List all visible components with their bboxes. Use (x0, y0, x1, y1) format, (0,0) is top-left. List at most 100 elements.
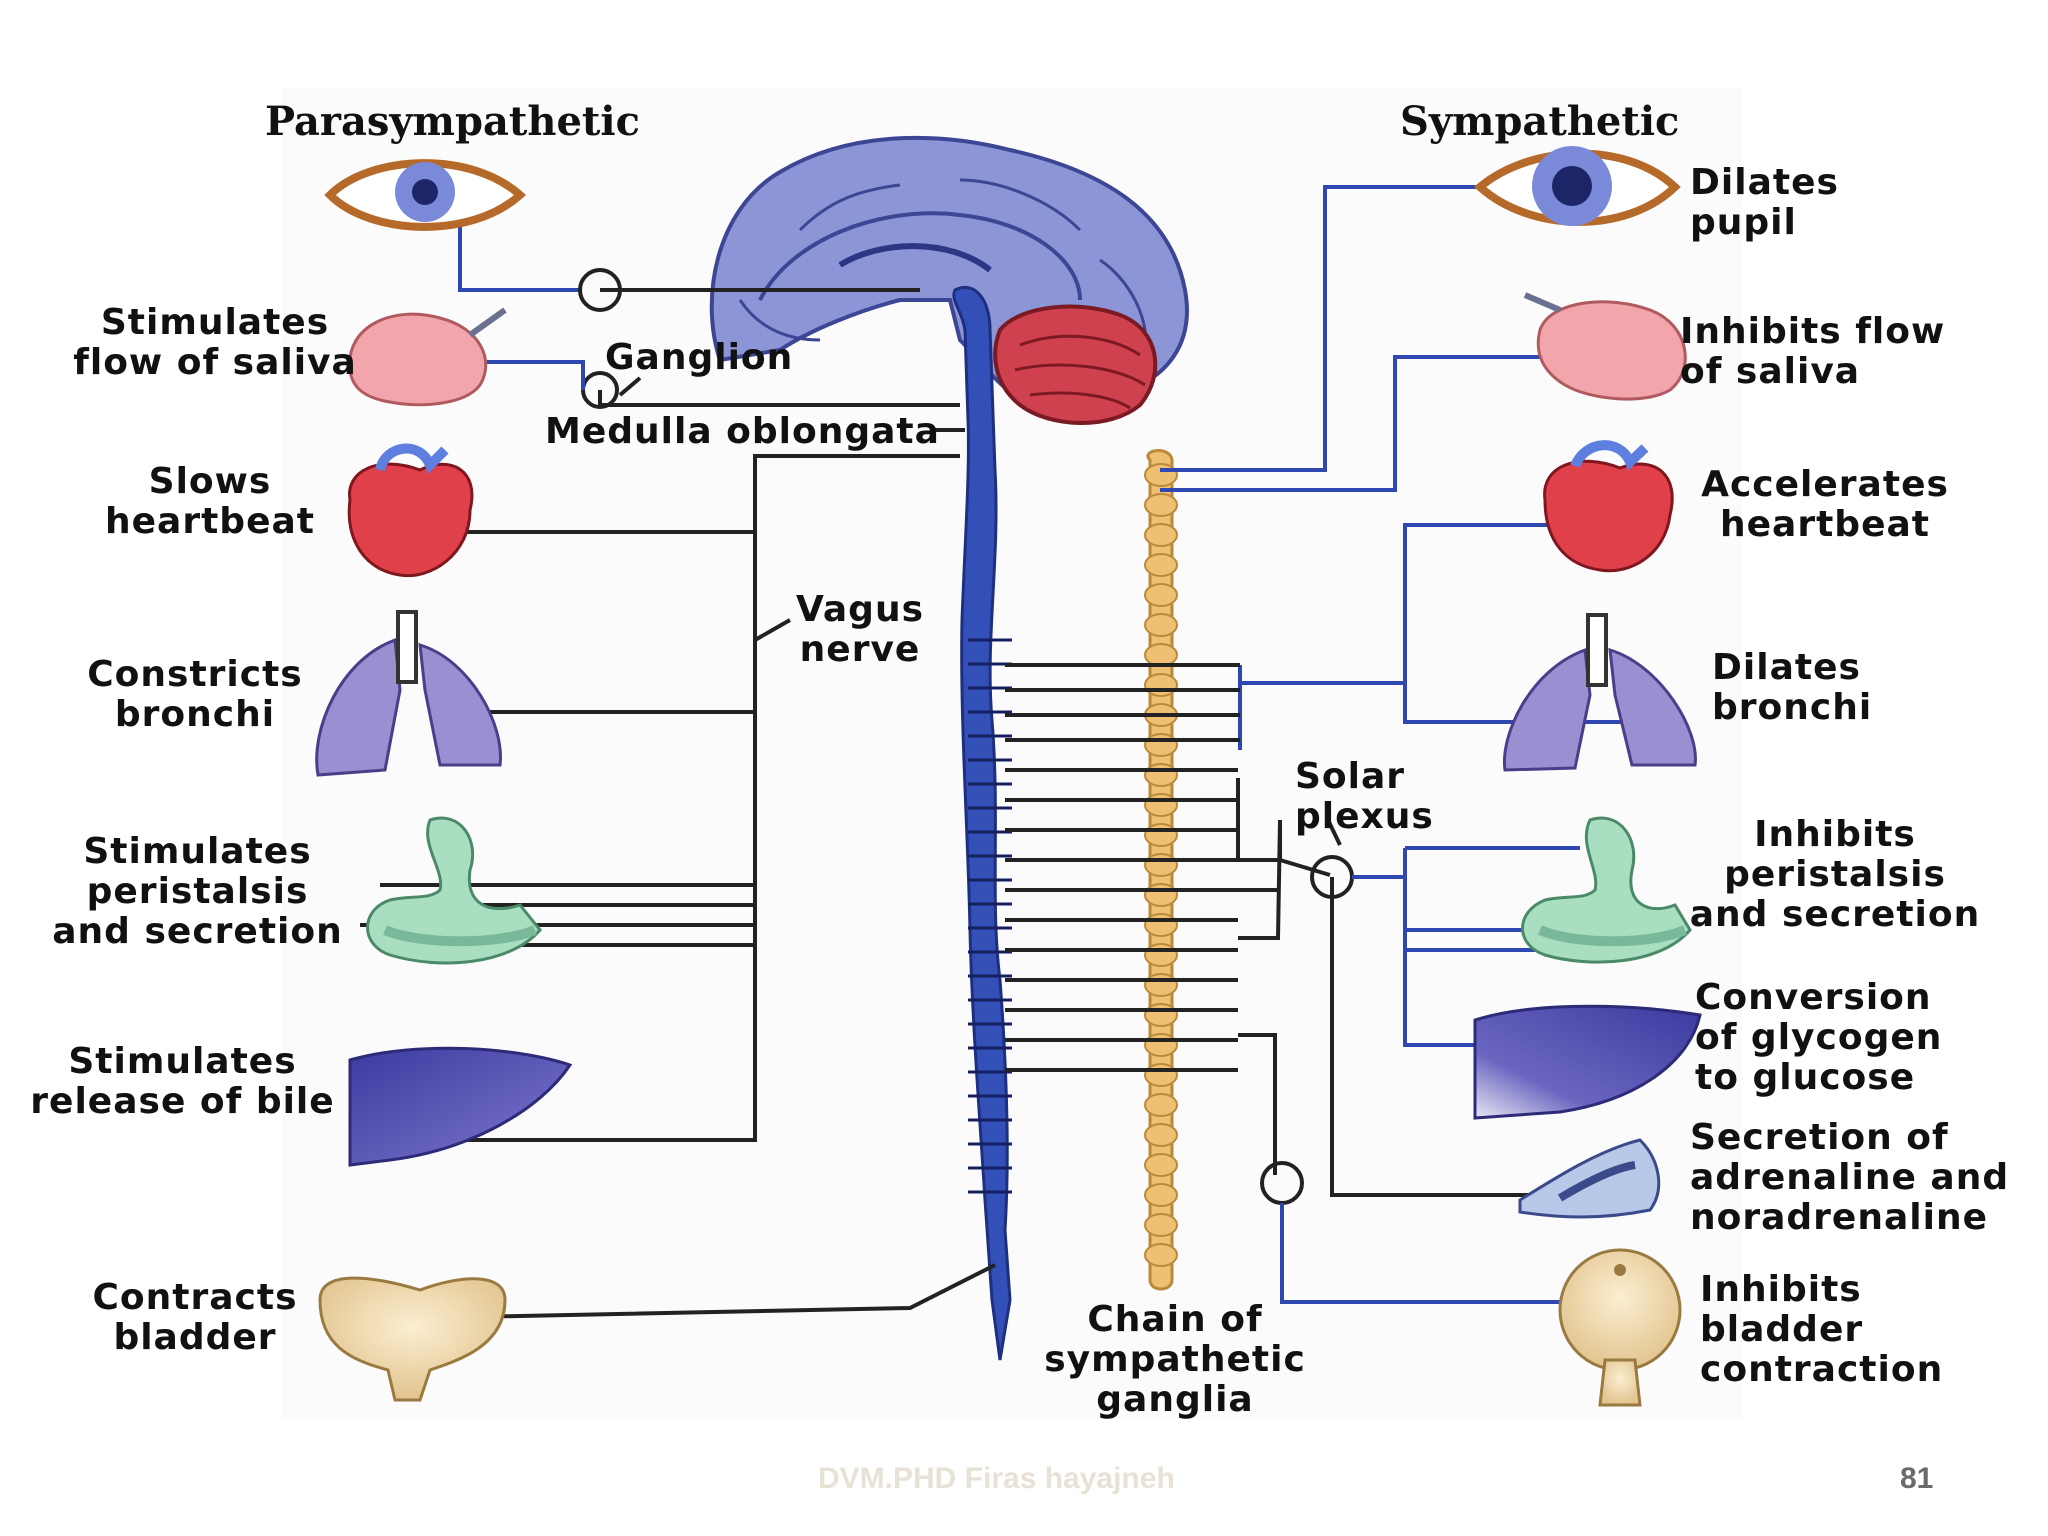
sympathetic-ganglion (1144, 1123, 1178, 1147)
para-liver-line1: Stimulates (68, 1041, 297, 1082)
sympathetic-ganglion (1144, 973, 1178, 997)
parasympathetic-salivary-gland (348, 307, 507, 407)
para-label-heart: Slows heartbeat (90, 462, 330, 542)
para-lungs-line2: bronchi (114, 694, 276, 735)
sympathetic-heart (1543, 440, 1674, 573)
para-label-liver: Stimulates release of bile (30, 1042, 335, 1122)
sympathetic-chain-label: Chain of sympathetic ganglia (1030, 1300, 1320, 1420)
sympathetic-pathways (1160, 185, 1640, 1304)
para-lungs-line1: Constricts (87, 654, 303, 695)
parasympathetic-eye (324, 159, 526, 231)
sympathetic-lungs (1502, 613, 1697, 772)
sympathetic-ganglion (1144, 1213, 1178, 1237)
sympathetic-ganglion (1144, 1033, 1178, 1057)
symp-bladder-line3: contraction (1700, 1349, 1944, 1390)
symp-saliva-line1: Inhibits flow (1680, 311, 1946, 352)
symp-label-saliva: Inhibits flow of saliva (1680, 312, 1945, 392)
spinal-to-chain-connectors (1005, 663, 1240, 1072)
para-label-saliva: Stimulates flow of saliva (60, 303, 370, 383)
symp-label-heart: Accelerates heartbeat (1690, 465, 1960, 545)
symp-eye-line2: pupil (1690, 202, 1797, 243)
symp-heart-line2: heartbeat (1720, 504, 1930, 545)
symp-liver-line3: to glucose (1695, 1057, 1916, 1098)
symp-adrenal-line2: adrenaline and (1690, 1157, 2010, 1198)
sympathetic-ganglion (1144, 823, 1178, 847)
vagus-label-line1: Vagus (795, 589, 924, 630)
para-stomach-line2: peristalsis (86, 871, 309, 912)
sympathetic-ganglion (1144, 613, 1178, 637)
vagus-nerve-label: Vagus nerve (780, 590, 940, 670)
symp-stomach-line2: peristalsis (1724, 854, 1946, 895)
sympathetic-heading: Sympathetic (1400, 98, 1680, 145)
symp-liver-line1: Conversion (1695, 977, 1932, 1018)
sympathetic-ganglion (1144, 643, 1178, 667)
spinal-cord (952, 286, 1012, 1361)
symp-lungs-line2: bronchi (1712, 687, 1873, 728)
symp-saliva-line2: of saliva (1680, 351, 1861, 392)
symp-liver-line2: of glycogen (1695, 1017, 1943, 1058)
adrenal-gland (1518, 1138, 1661, 1219)
symp-adrenal-line1: Secretion of (1690, 1117, 1949, 1158)
para-label-lungs: Constricts bronchi (70, 655, 320, 735)
para-liver-line2: release of bile (30, 1081, 335, 1122)
symp-bladder-line2: bladder (1700, 1309, 1864, 1350)
solar-label-line1: Solar (1295, 756, 1406, 797)
parasympathetic-heart (347, 443, 474, 578)
symp-label-bladder: Inhibits bladder contraction (1700, 1270, 1943, 1390)
sympathetic-ganglion (1144, 523, 1178, 547)
sympathetic-ganglion (1144, 883, 1178, 907)
sympathetic-ganglion (1144, 673, 1178, 697)
cerebellum (993, 304, 1158, 425)
sympathetic-ganglion (1144, 733, 1178, 757)
para-label-stomach: Stimulates peristalsis and secretion (45, 832, 350, 952)
parasympathetic-lungs (315, 610, 502, 777)
sympathetic-ganglion (1144, 913, 1178, 937)
sympathetic-ganglion (1144, 1003, 1178, 1027)
sympathetic-ganglion (1144, 763, 1178, 787)
para-saliva-line1: Stimulates (100, 302, 330, 343)
symp-label-eye: Dilates pupil (1690, 163, 1839, 243)
solar-plexus-label: Solar plexus (1295, 757, 1434, 837)
chain-label-line2: sympathetic (1044, 1339, 1306, 1380)
symp-heart-line1: Accelerates (1701, 464, 1949, 505)
symp-label-adrenal: Secretion of adrenaline and noradrenalin… (1690, 1118, 2009, 1238)
sympathetic-ganglion (1144, 493, 1178, 517)
sympathetic-ganglion (1144, 853, 1178, 877)
para-stomach-line1: Stimulates (83, 831, 312, 872)
parasympathetic-liver (348, 1046, 573, 1167)
sympathetic-liver (1473, 1004, 1702, 1120)
para-saliva-line2: flow of saliva (73, 342, 357, 383)
symp-lungs-line1: Dilates (1712, 647, 1861, 688)
symp-label-lungs: Dilates bronchi (1712, 648, 1872, 728)
para-label-bladder: Contracts bladder (75, 1278, 315, 1358)
symp-adrenal-line3: noradrenaline (1690, 1197, 1988, 1238)
symp-eye-line1: Dilates (1690, 162, 1839, 203)
parasympathetic-bladder (318, 1276, 507, 1402)
para-bladder-line2: bladder (113, 1317, 277, 1358)
sympathetic-ganglion (1144, 1093, 1178, 1117)
symp-stomach-line3: and secretion (1689, 894, 1981, 935)
sympathetic-ganglion (1144, 793, 1178, 817)
para-bladder-line1: Contracts (92, 1277, 298, 1318)
sympathetic-eye (1473, 146, 1681, 226)
footer-author: DVM.PHD Firas hayajneh (818, 1462, 1175, 1495)
para-heart-line1: Slows (148, 461, 272, 502)
symp-label-stomach: Inhibits peristalsis and secretion (1685, 815, 1985, 935)
chain-label-line3: ganglia (1096, 1379, 1254, 1420)
sympathetic-stomach (1521, 816, 1692, 964)
sympathetic-ganglion (1144, 943, 1178, 967)
spinal-nerve-ticks (968, 638, 1012, 1194)
para-heart-line2: heartbeat (105, 501, 315, 542)
parasympathetic-stomach (366, 816, 542, 965)
medulla-label: Medulla oblongata (545, 411, 940, 452)
parasympathetic-heading: Parasympathetic (265, 98, 640, 145)
symp-bladder-line1: Inhibits (1700, 1269, 1862, 1310)
sympathetic-ganglion (1144, 1243, 1178, 1267)
ganglion-label: Ganglion (605, 337, 794, 378)
sympathetic-ganglion (1144, 1063, 1178, 1087)
sympathetic-ganglion (1144, 1183, 1178, 1207)
chain-label-line1: Chain of (1087, 1299, 1263, 1340)
symp-stomach-line1: Inhibits (1754, 814, 1916, 855)
